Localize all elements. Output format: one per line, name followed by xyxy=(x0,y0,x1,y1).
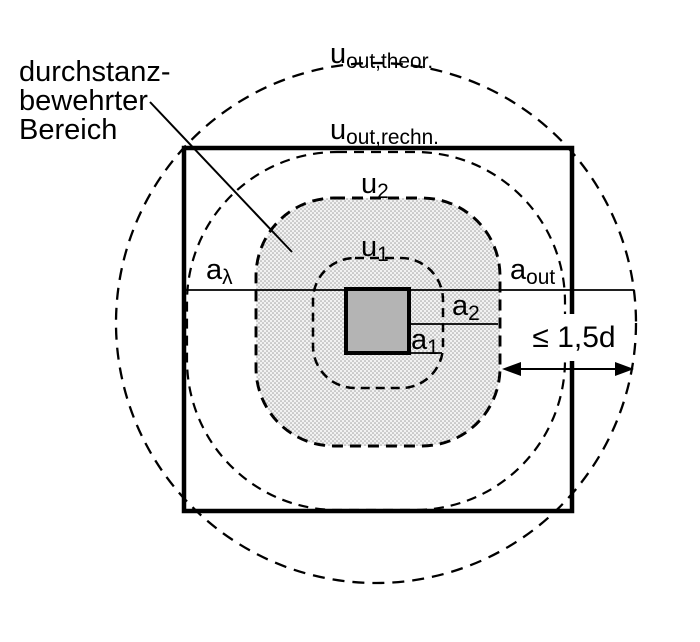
label-u1-sub: 1 xyxy=(377,243,389,266)
column-section xyxy=(344,287,411,355)
label-spacing-limit: ≤ 1,5d xyxy=(527,314,621,361)
label-a2-sub: 2 xyxy=(468,302,480,325)
label-a-lambda-base: a xyxy=(206,254,223,286)
label-u-out-rechn-base: u xyxy=(330,114,347,146)
label-a-lambda: aλ xyxy=(206,256,233,289)
reinforced-area-note: durchstanz- bewehrter Bereich xyxy=(19,58,171,145)
label-a1-base: a xyxy=(411,324,428,356)
spacing-arrow-right-head xyxy=(615,362,634,376)
label-u-out-theor-base: u xyxy=(330,38,347,70)
note-leader-line xyxy=(149,101,293,253)
label-u-out-rechn-sub: out,rechn. xyxy=(346,126,439,149)
label-u1-base: u xyxy=(361,231,378,263)
label-u1: u1 xyxy=(361,233,389,266)
label-a-out-base: a xyxy=(510,254,527,286)
label-a1-sub: 1 xyxy=(427,336,439,359)
label-a-out-sub: out xyxy=(526,266,556,289)
perimeter-u-out-theor xyxy=(114,61,638,585)
label-u-out-theor-sub: out,theor. xyxy=(346,50,434,73)
label-a2-base: a xyxy=(452,290,469,322)
label-a-out: aout xyxy=(510,256,555,289)
label-u-out-rechn: uout,rechn. xyxy=(330,116,439,149)
reinforced-area-note-line3: Bereich xyxy=(19,114,118,146)
perimeter-u1 xyxy=(311,256,445,390)
spacing-arrow-left-head xyxy=(502,362,521,376)
label-a-lambda-sub: λ xyxy=(222,266,233,289)
label-u2-base: u xyxy=(361,168,378,200)
label-u-out-theor: uout,theor. xyxy=(330,40,433,73)
label-u2: u2 xyxy=(361,170,389,203)
reinforced-area-note-line2: bewehrter xyxy=(19,85,148,117)
label-u2-sub: 2 xyxy=(377,180,389,203)
label-a1: a1 xyxy=(411,326,439,359)
label-a2: a2 xyxy=(452,292,480,325)
reinforced-area-note-line1: durchstanz- xyxy=(19,56,171,88)
